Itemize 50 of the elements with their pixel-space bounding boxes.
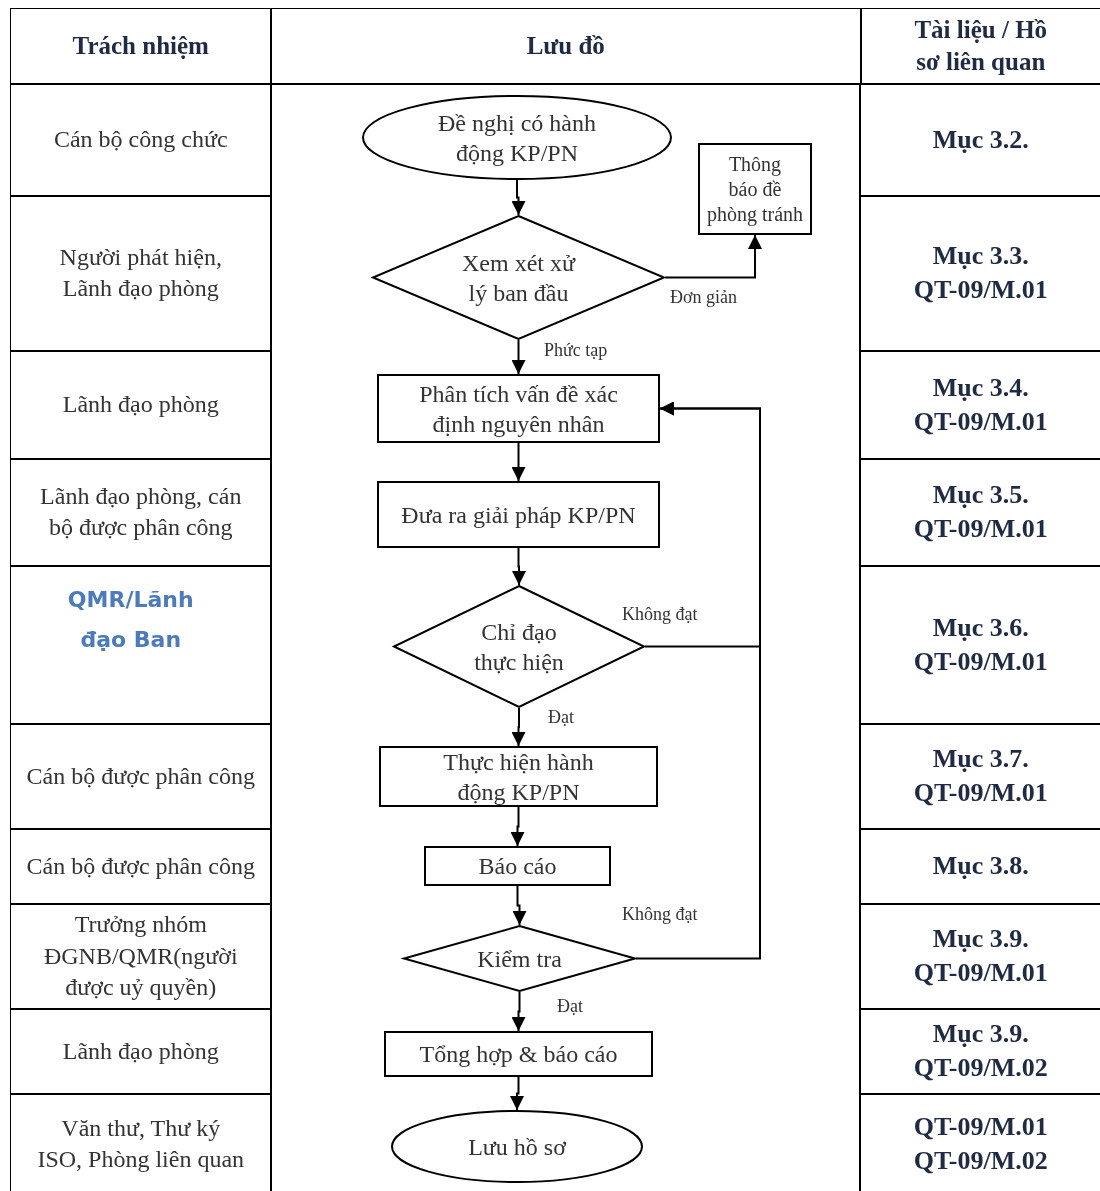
header-cell: Tài liệu / Hồ sơ liên quan: [860, 8, 1100, 85]
process-box: Thực hiện hành động KP/PN: [379, 746, 658, 807]
process-box: Thông báo đề phòng tránh: [698, 143, 812, 235]
arrow: [635, 401, 761, 960]
document-cell: Mục 3.5. QT-09/M.01: [860, 458, 1100, 567]
arrow: [510, 1076, 524, 1111]
header-cell: Trách nhiệm: [10, 8, 272, 85]
document-cell: Mục 3.4. QT-09/M.01: [860, 350, 1100, 460]
document-cell: Mục 3.8.: [860, 828, 1100, 905]
arrow: [512, 547, 526, 586]
edge-label: Đạt: [555, 997, 585, 1017]
responsibility-cell: Cán bộ được phân công: [10, 828, 272, 905]
document-cell: Mục 3.9. QT-09/M.02: [860, 1008, 1100, 1095]
process-box: Báo cáo: [424, 846, 611, 886]
document-cell: QT-09/M.01 QT-09/M.02: [860, 1093, 1100, 1191]
arrow: [511, 339, 526, 375]
responsibility-cell: Lãnh đạo phòng, cán bộ được phân công: [10, 458, 272, 567]
edge-label: Đơn giản: [668, 288, 739, 308]
arrow: [512, 885, 527, 926]
decision-diamond: Kiểm tra: [403, 925, 636, 992]
edge-label: Không đạt: [620, 605, 700, 625]
responsibility-cell: Người phát hiện, Lãnh đạo phòng: [10, 195, 272, 352]
responsibility-cell: Lãnh đạo phòng: [10, 1008, 272, 1095]
responsibility-cell: Văn thư, Thư ký ISO, Phòng liên quan: [10, 1093, 272, 1191]
responsibility-cell: Cán bộ công chức: [10, 83, 272, 197]
arrow: [511, 442, 526, 482]
terminal-ellipse: Đề nghị có hành động KP/PN: [362, 95, 672, 180]
document-cell: Mục 3.6. QT-09/M.01: [860, 565, 1100, 725]
responsibility-cell: Cán bộ được phân công: [10, 723, 272, 830]
terminal-ellipse: Lưu hồ sơ: [391, 1110, 643, 1183]
document-cell: Mục 3.9. QT-09/M.01: [860, 903, 1100, 1010]
arrow: [511, 991, 526, 1032]
edge-label: Phức tạp: [542, 341, 610, 361]
edge-label: Đạt: [546, 708, 576, 728]
responsibility-cell: Lãnh đạo phòng: [10, 350, 272, 460]
document-cell: Mục 3.3. QT-09/M.01: [860, 195, 1100, 352]
decision-diamond: Xem xét xử lý ban đầu: [372, 215, 665, 340]
responsibility-cell: QMR/Lãnh đạo Ban: [10, 565, 272, 725]
arrow: [510, 806, 525, 847]
responsibility-cell: Trưởng nhóm ĐGNB/QMR(người được uỷ quyền): [10, 903, 272, 1010]
header-cell: Lưu đồ: [270, 8, 862, 85]
process-box: Tổng hợp & báo cáo: [384, 1031, 653, 1077]
arrow: [511, 179, 526, 216]
document-cell: Mục 3.7. QT-09/M.01: [860, 723, 1100, 830]
document-cell: Mục 3.2.: [860, 83, 1100, 197]
arrow: [511, 707, 526, 747]
process-box: Phân tích vấn đề xác định nguyên nhân: [377, 374, 660, 443]
edge-label: Không đạt: [620, 905, 700, 925]
arrow: [664, 234, 762, 279]
process-box: Đưa ra giải pháp KP/PN: [377, 481, 660, 548]
